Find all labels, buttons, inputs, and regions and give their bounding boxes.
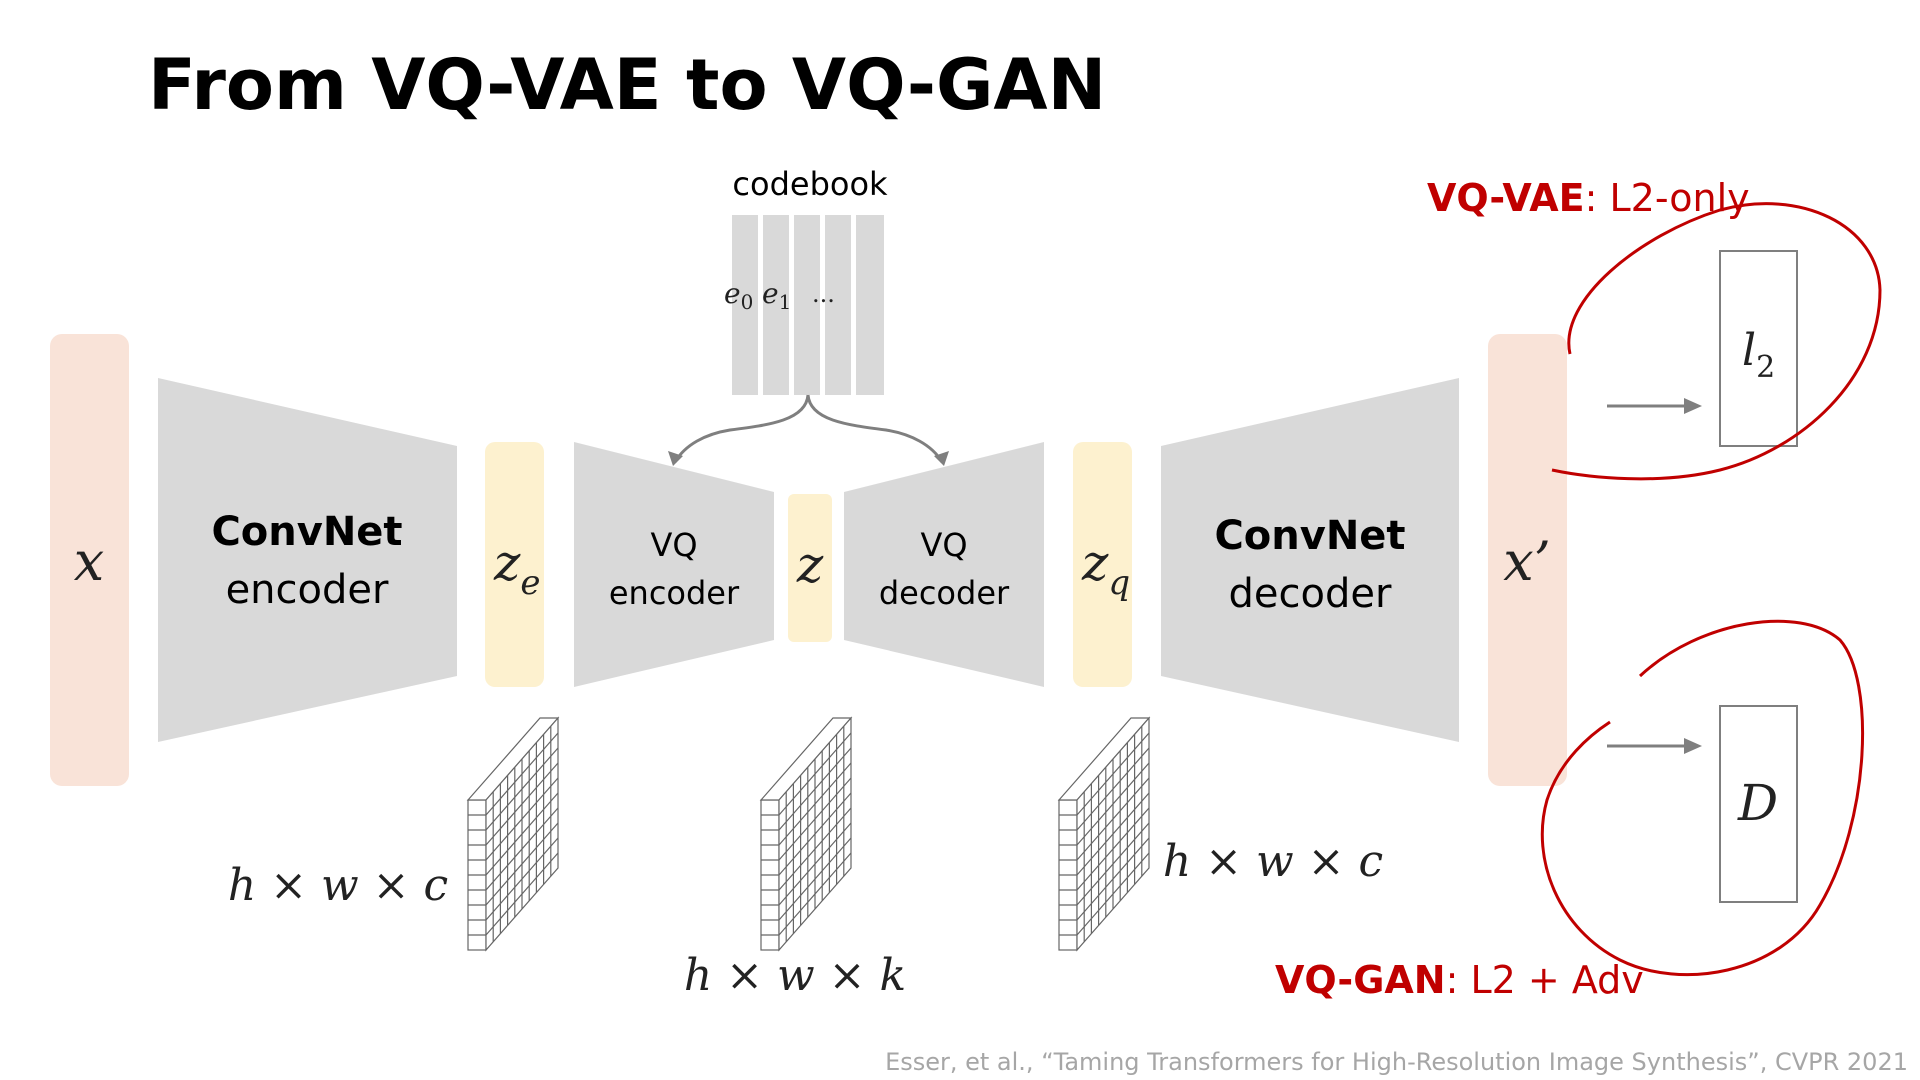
discriminator-symbol: D: [1737, 774, 1778, 832]
vqvae-handwritten-circle: [1551, 202, 1882, 481]
convnet-decoder-line2: decoder: [1229, 571, 1392, 617]
input-x-symbol: x: [74, 530, 104, 593]
codebook-ellipsis: ...: [812, 280, 835, 308]
dims-left: h × w × c: [228, 860, 448, 911]
codebook-column: [763, 215, 789, 395]
l2-loss-box: [1719, 250, 1798, 447]
codebook-column: [732, 215, 758, 395]
convnet-encoder-shape: [158, 378, 457, 742]
codebook-label: codebook: [732, 165, 888, 203]
codebook: [732, 215, 884, 395]
discriminator-box: [1719, 705, 1798, 903]
codebook-column: [825, 215, 851, 395]
dims-middle: h × w × k: [684, 950, 906, 1001]
codebook-column: [794, 215, 820, 395]
codebook-arrows: [673, 394, 944, 463]
feature-grid-right: [1057, 716, 1151, 952]
codebook-entry-1: e1: [762, 277, 791, 314]
zq-symbol: zq: [1081, 534, 1130, 603]
convnet-encoder-line1: ConvNet: [211, 509, 402, 555]
slide-title: From VQ-VAE to VQ-GAN: [148, 44, 1106, 126]
output-x-block: [1488, 334, 1567, 786]
ze-symbol: ze: [493, 534, 540, 603]
vqgan-annotation: VQ-GAN: L2 + Adv: [1275, 958, 1644, 1002]
vq-encoder-line2: encoder: [609, 574, 740, 612]
z-symbol: z: [796, 536, 824, 594]
l2-loss-symbol: l2: [1742, 325, 1775, 385]
codebook-column: [856, 215, 884, 395]
z-block: [788, 494, 832, 642]
vq-encoder-line1: VQ: [650, 526, 697, 564]
vq-encoder-shape: [574, 442, 774, 687]
convnet-decoder-shape: [1161, 378, 1459, 742]
codebook-entry-0: e0: [724, 277, 753, 314]
convnet-encoder-line2: encoder: [226, 567, 389, 613]
vqgan-handwritten-circle: [1540, 619, 1865, 977]
output-x-symbol: x’: [1503, 530, 1551, 593]
feature-grid-middle: [759, 716, 853, 952]
input-x-block: [50, 334, 129, 786]
vq-decoder-line1: VQ: [920, 526, 967, 564]
arrowhead-left: [668, 451, 683, 466]
citation: Esser, et al., “Taming Transformers for …: [885, 1048, 1908, 1076]
zq-block: [1073, 442, 1132, 687]
disc-arrowhead: [1684, 738, 1702, 754]
vq-decoder-line2: decoder: [879, 574, 1010, 612]
arrowhead-right: [934, 451, 949, 466]
l2-arrowhead: [1684, 398, 1702, 414]
feature-grid-left: [466, 716, 560, 952]
ze-block: [485, 442, 544, 687]
dims-right: h × w × c: [1163, 836, 1383, 887]
vq-decoder-shape: [844, 442, 1044, 687]
vqvae-annotation: VQ-VAE: L2-only: [1427, 176, 1750, 220]
convnet-decoder-line1: ConvNet: [1214, 513, 1405, 559]
